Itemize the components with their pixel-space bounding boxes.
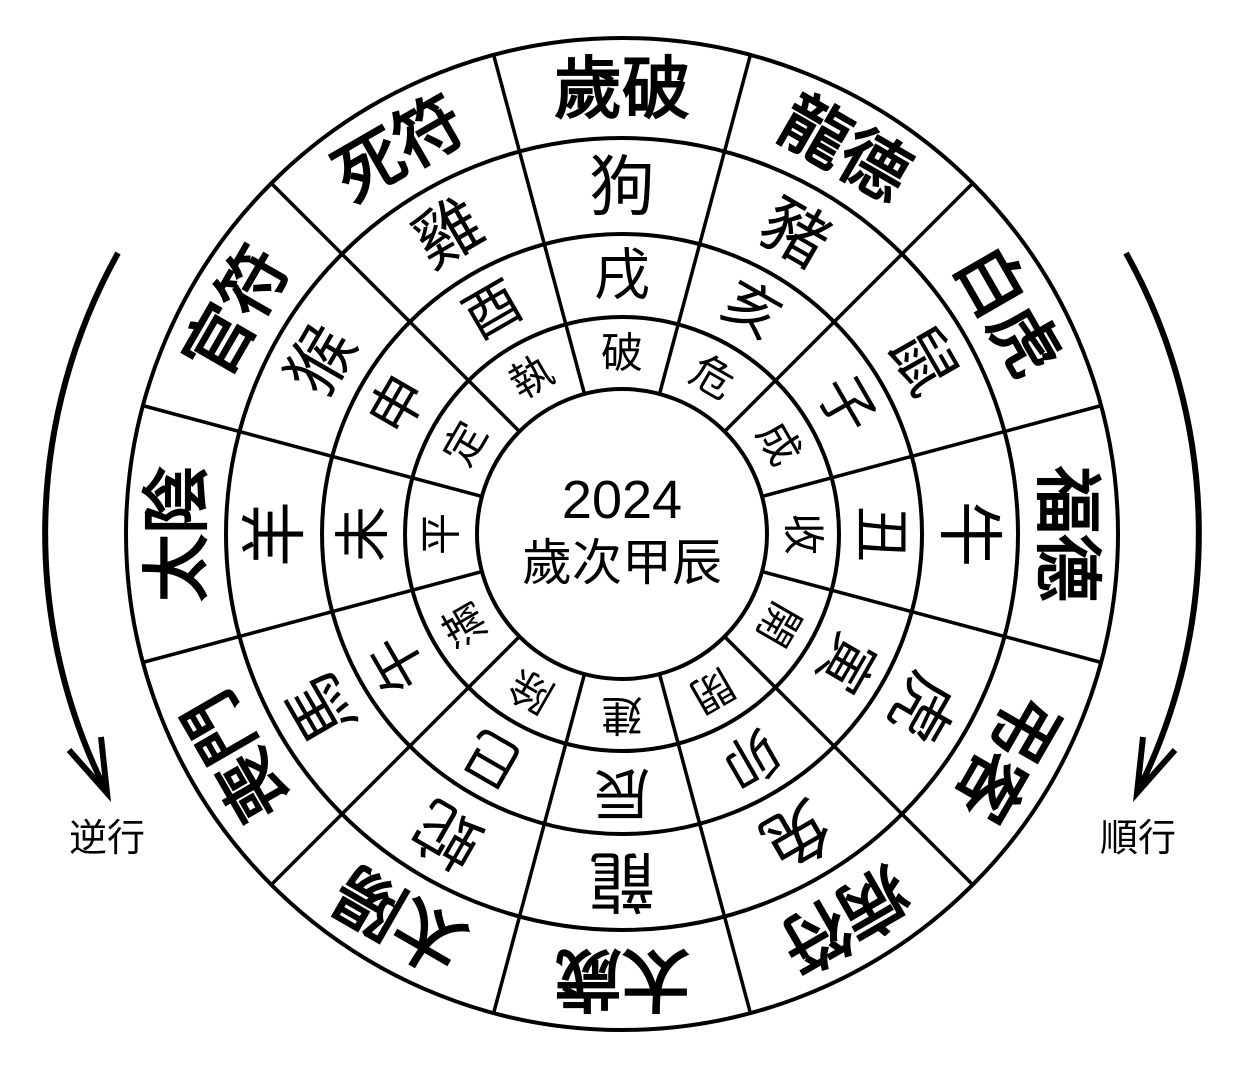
- day-officer-label: 執: [501, 346, 562, 409]
- curved-arrow-icon: [1123, 251, 1202, 795]
- wheel-rings: [124, 36, 1120, 1032]
- clockwise-label: 順行: [1100, 816, 1176, 860]
- wheel-segment: 歲破 狗 戌 破: [554, 51, 690, 378]
- earthly-branch-label: 辰: [594, 760, 650, 825]
- counterclockwise-indicator: 逆行: [42, 251, 145, 860]
- day-officer-label: 成: [747, 413, 810, 474]
- day-officer-label: 危: [682, 346, 743, 409]
- day-officer-label: 收: [779, 513, 828, 555]
- divider: [761, 403, 1102, 499]
- day-officer-label: 定: [434, 413, 497, 474]
- branch-ring-inner-border: [403, 315, 841, 753]
- zodiac-animal-label: 牛: [931, 501, 1008, 567]
- wheel-segment: 福德 牛 丑 收: [779, 465, 1106, 602]
- ganzhi-label: 歲次甲辰: [522, 534, 722, 592]
- day-officer-label: 閉: [682, 659, 743, 722]
- divider: [723, 182, 974, 433]
- earthly-branch-label: 未: [332, 506, 397, 562]
- zodiac-animal-label: 羊: [237, 501, 314, 567]
- clockwise-indicator: 順行: [1100, 251, 1202, 860]
- divider: [142, 403, 483, 499]
- divider: [723, 635, 974, 886]
- wheel-segment: 太歲 龍 辰 建: [554, 691, 690, 1018]
- center-circle: [475, 387, 769, 681]
- wheel-dividers: [142, 54, 1102, 1014]
- wheel-segment: 太陰 羊 未 平: [139, 466, 466, 602]
- divider: [657, 673, 753, 1014]
- earthly-branch-label: 丑: [848, 506, 913, 562]
- day-officer-label: 建: [601, 691, 643, 740]
- animal-ring-inner-border: [320, 232, 924, 836]
- deity-label: 福德: [1027, 465, 1106, 602]
- earthly-branch-label: 戌: [594, 244, 650, 309]
- divider: [761, 569, 1102, 665]
- year-label: 2024: [562, 470, 682, 530]
- divider: [491, 54, 587, 395]
- divider: [270, 635, 521, 886]
- arrowhead-icon: [66, 736, 111, 803]
- divider: [657, 54, 753, 395]
- day-officer-label: 滿: [434, 594, 497, 655]
- zodiac-animal-label: 狗: [589, 149, 655, 226]
- divider: [270, 182, 521, 433]
- outer-ring-border: [124, 36, 1120, 1032]
- center-label: 2024 歲次甲辰: [522, 470, 722, 592]
- counterclockwise-label: 逆行: [69, 816, 145, 860]
- day-officer-label: 平: [417, 513, 466, 555]
- zodiac-animal-label: 龍: [589, 843, 655, 920]
- divider: [491, 673, 587, 1014]
- deity-label: 太歲: [554, 939, 690, 1018]
- day-officer-label: 除: [501, 659, 562, 722]
- day-officer-label: 開: [747, 594, 810, 655]
- divider: [142, 569, 483, 665]
- deity-ring-inner-border: [224, 136, 1020, 932]
- deity-label: 太陰: [139, 466, 218, 602]
- arrowhead-icon: [1133, 736, 1178, 803]
- deity-label: 歲破: [554, 51, 690, 130]
- day-officer-label: 破: [601, 329, 643, 378]
- curved-arrow-icon: [42, 251, 121, 795]
